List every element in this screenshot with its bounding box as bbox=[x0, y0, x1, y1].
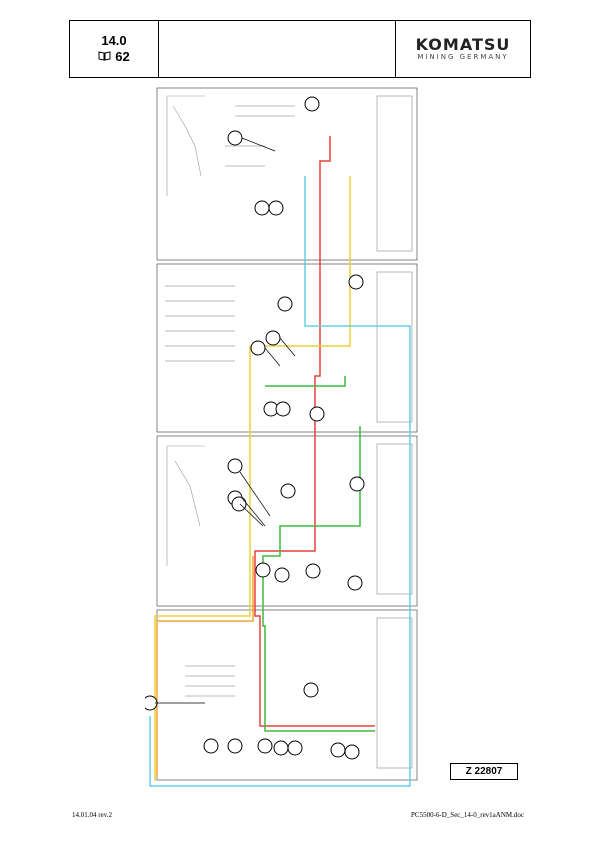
footer-filename: PC5500-6-D_Sec_14-0_rev1aANM.doc bbox=[411, 811, 524, 819]
header-table: 14.0 62 KOMATSU MINING GERMANY bbox=[69, 20, 531, 78]
wire-green bbox=[262, 376, 375, 732]
brand-subtitle: MINING GERMANY bbox=[417, 53, 509, 61]
wiring-diagram bbox=[142, 86, 420, 792]
pointer-lines bbox=[155, 137, 296, 704]
section-cell: 14.0 62 bbox=[70, 21, 159, 77]
text-lines bbox=[165, 105, 295, 697]
brand-logo: KOMATSU bbox=[415, 35, 511, 54]
title-blocks bbox=[376, 95, 413, 769]
wire-cyan bbox=[149, 176, 411, 787]
page-number: 62 bbox=[115, 49, 130, 64]
callout-circles bbox=[142, 96, 365, 760]
figure-id: Z 22807 bbox=[450, 763, 518, 780]
logo-cell: KOMATSU MINING GERMANY bbox=[396, 21, 530, 77]
page-ref: 62 bbox=[98, 49, 130, 65]
wire-red bbox=[254, 136, 375, 727]
wire-yellow bbox=[154, 176, 351, 781]
graph-sketches bbox=[166, 95, 205, 566]
book-icon bbox=[98, 49, 111, 65]
wire-orange bbox=[156, 556, 254, 776]
section-number: 14.0 bbox=[101, 33, 127, 48]
footer-revision: 14.01.04 rev.2 bbox=[72, 811, 112, 819]
title-cell bbox=[159, 21, 396, 77]
